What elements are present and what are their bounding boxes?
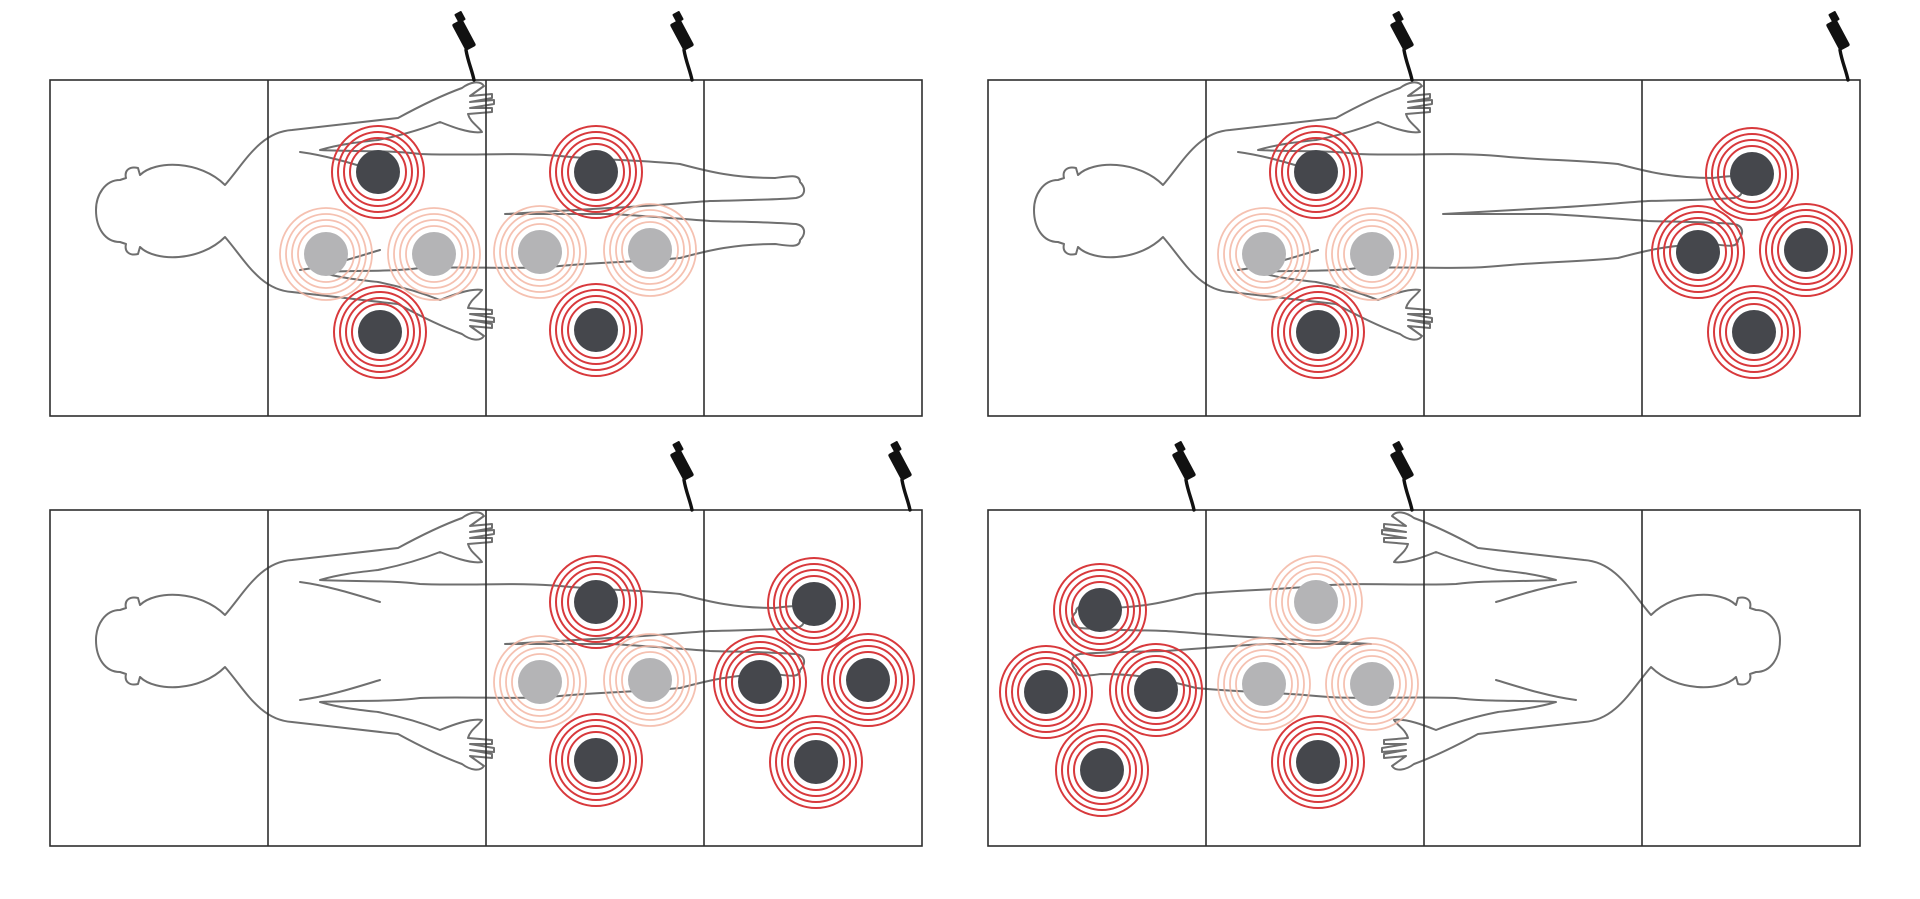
massage-node-icon-shoulder-left [279,207,373,301]
power-plug-icon [1387,9,1417,82]
power-plug-icon [1823,9,1853,82]
massage-node-icon-leg-bottom [769,715,863,809]
power-plug-icon [667,439,697,512]
massage-node-icon-leg-right [821,633,915,727]
massage-node-icon-leg-right [1759,203,1853,297]
massage-node-icon-shoulder-left [1217,207,1311,301]
power-plug-icon [449,9,479,82]
mat-panel-top-left [49,9,923,417]
massage-node-icon-hip-top [549,555,643,649]
mat-panel-top-right [987,9,1861,417]
mat-panel-bottom-left [49,439,923,847]
massage-node-icon-hip-left [493,635,587,729]
massage-node-icon-shoulder-bottom [1271,715,1365,809]
massage-node-icon-head-right [1109,643,1203,737]
massage-node-icon-shoulder-left [1217,637,1311,731]
massage-node-icon-leg-top [767,557,861,651]
massage-node-icon-hip-top [549,125,643,219]
massage-node-icon-head-left [999,645,1093,739]
massage-node-icon-shoulder-top [1269,555,1363,649]
massage-nodes [493,555,915,809]
massage-node-icon-shoulder-top [1269,125,1363,219]
person-outline-icon [95,511,806,771]
massage-node-icon-hip-right [603,633,697,727]
massage-node-icon-shoulder-top [331,125,425,219]
massage-node-icon-shoulder-bottom [333,285,427,379]
massage-node-icon-leg-bottom [1707,285,1801,379]
power-plug-icon [1169,439,1199,512]
power-plug-icon [885,439,915,512]
massage-node-icon-leg-left [713,635,807,729]
massage-node-icon-hip-left [493,205,587,299]
massage-node-icon-hip-bottom [549,713,643,807]
massage-nodes [999,555,1419,817]
mat-panel-bottom-right [987,439,1861,847]
massage-node-icon-hip-right [603,203,697,297]
massage-node-icon-shoulder-bottom [1271,285,1365,379]
massage-node-icon-head-bottom [1055,723,1149,817]
massage-nodes [1217,125,1853,379]
massage-node-icon-shoulder-right [1325,207,1419,301]
massage-nodes [279,125,697,379]
massage-node-icon-shoulder-right [387,207,481,301]
massage-node-icon-head-top [1053,563,1147,657]
power-plug-icon [1387,439,1417,512]
massage-node-icon-shoulder-right [1325,637,1419,731]
massage-node-icon-hip-bottom [549,283,643,377]
massage-node-icon-leg-left [1651,205,1745,299]
power-plug-icon [667,9,697,82]
massage-node-icon-leg-top [1705,127,1799,221]
